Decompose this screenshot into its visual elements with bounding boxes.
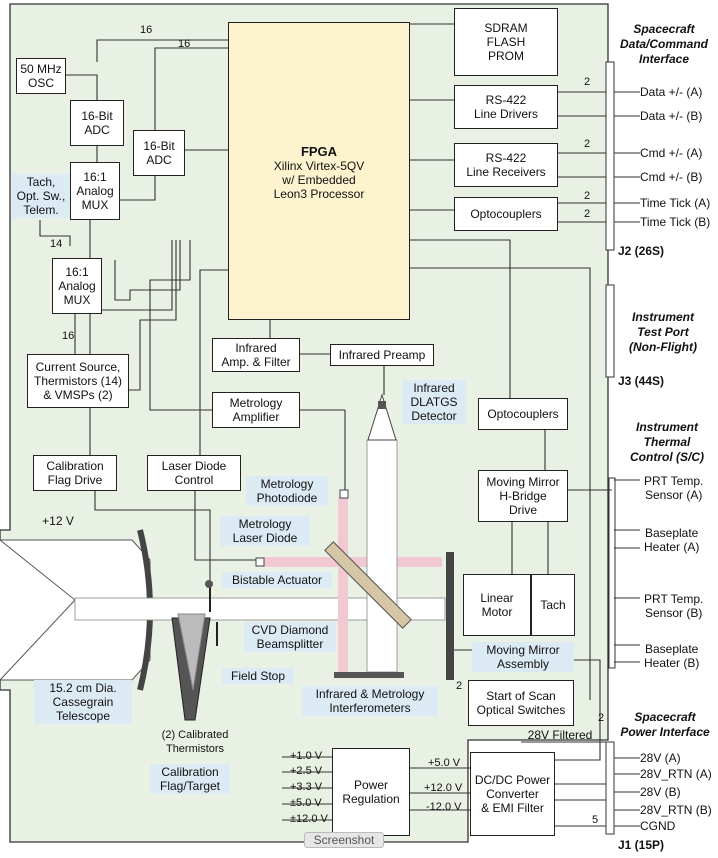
rs422-line-receivers-block: RS-422 Line Receivers: [454, 143, 558, 187]
bus-width-2-b: 2: [584, 138, 591, 150]
bus-width-2-e: 2: [456, 680, 463, 692]
bus-width-2-d: 2: [584, 208, 591, 220]
signal-28v-a: 28V (A): [640, 751, 681, 765]
calibrated-thermistors-label: (2) Calibrated Thermistors: [161, 729, 229, 755]
analog-mux-block-2: 16:1 Analog MUX: [52, 258, 102, 314]
wiring: [39, 23, 640, 827]
power-regulation-block: Power Regulation: [332, 748, 410, 836]
connector-thermal: [608, 477, 616, 669]
optocouplers-top-block: Optocouplers: [454, 197, 558, 231]
interferometers-label: Infrared & Metrology Interferometers: [302, 686, 438, 716]
signal-baseplate-heater-a: Baseplate Heater (A): [644, 526, 700, 554]
signal-baseplate-heater-b: Baseplate Heater (B): [644, 642, 700, 670]
fpga-block: FPGA Xilinx Virtex-5QV w/ Embedded Leon3…: [228, 22, 410, 320]
rail-12v0: ±12.0 V: [290, 813, 328, 825]
signal-prt-sensor-b: PRT Temp. Sensor (B): [644, 592, 704, 620]
fpga-title: FPGA: [300, 144, 338, 159]
rs422-line-drivers-block: RS-422 Line Drivers: [454, 85, 558, 129]
signal-data-a: Data +/- (A): [640, 85, 703, 99]
dcdc-input-12v: +12.0 V: [424, 782, 463, 794]
bistable-actuator-label: Bistable Actuator: [222, 572, 332, 588]
filtered-28v-label: 28V Filtered: [527, 728, 593, 742]
calibration-flag-graphic: [171, 580, 218, 721]
bus-width-16-c: 16: [62, 330, 75, 342]
rail-3v3: +3.3 V: [290, 781, 323, 793]
metrology-photodiode-label: Metrology Photodiode: [246, 476, 328, 506]
spacecraft-data-interface-title: Spacecraft Data/Command Interface: [619, 22, 708, 66]
infrared-detector-label: Infrared DLATGS Detector: [402, 380, 466, 424]
dcdc-converter-block: DC/DC Power Converter & EMI Filter: [470, 752, 555, 836]
analog-mux-block-1: 16:1 Analog MUX: [70, 162, 120, 220]
h-bridge-drive-block: Moving Mirror H-Bridge Drive: [478, 470, 568, 522]
signal-28v-b: 28V (B): [640, 785, 681, 799]
bus-width-16-b: 16: [178, 38, 191, 50]
signal-cmd-a: Cmd +/- (A): [640, 146, 703, 160]
plus12v-label: +12 V: [42, 514, 74, 528]
infrared-amp-filter-block: Infrared Amp. & Filter: [212, 338, 300, 372]
moving-mirror-assembly-label: Moving Mirror Assembly: [472, 642, 574, 672]
field-stop-label: Field Stop: [222, 668, 294, 684]
dcdc-input-5v: +5.0 V: [428, 757, 461, 769]
rail-5v0: ±5.0 V: [290, 797, 322, 809]
interferometer-graphic: [255, 393, 454, 680]
connector-j1: [605, 741, 615, 835]
bus-width-14: 14: [50, 238, 63, 250]
start-of-scan-switches-block: Start of Scan Optical Switches: [468, 680, 574, 726]
cvd-beamsplitter-label: CVD Diamond Beamsplitter: [244, 622, 336, 652]
calibration-flag-target-label: Calibration Flag/Target: [150, 764, 230, 794]
signal-data-b: Data +/- (B): [640, 109, 703, 123]
rail-1v0: +1.0 V: [290, 750, 323, 762]
connector-j3: [605, 284, 615, 378]
oscillator-block: 50 MHz OSC: [16, 58, 66, 94]
fpga-description: Xilinx Virtex-5QV w/ Embedded Leon3 Proc…: [273, 159, 365, 201]
sdram-flash-prom-block: SDRAM FLASH PROM: [454, 8, 558, 76]
signal-28v-rtn-a: 28V_RTN (A): [640, 767, 712, 781]
adc-block-2: 16-Bit ADC: [133, 130, 185, 176]
connector-j2: [605, 61, 615, 251]
signal-time-tick-b: Time Tick (B): [640, 215, 711, 229]
metrology-laser-diode-label: Metrology Laser Diode: [220, 516, 310, 546]
signal-prt-sensor-a: PRT Temp. Sensor (A): [644, 474, 704, 502]
current-source-thermistors-block: Current Source, Thermistors (14) & VMSPs…: [27, 354, 129, 408]
laser-diode-control-block: Laser Diode Control: [147, 455, 241, 491]
tach-telemetry-label: Tach, Opt. Sw., Telem.: [12, 174, 70, 218]
bus-width-5: 5: [592, 814, 599, 826]
bus-width-16-a: 16: [140, 24, 153, 36]
connector-j1-label: J1 (15P): [618, 838, 665, 852]
rail-2v5: +2.5 V: [290, 765, 323, 777]
calibration-flag-drive-block: Calibration Flag Drive: [33, 455, 117, 491]
linear-motor-block: Linear Motor: [463, 574, 531, 636]
connector-j3-label: J3 (44S): [618, 374, 665, 388]
signal-time-tick-a: Time Tick (A): [640, 196, 711, 210]
infrared-preamp-block: Infrared Preamp: [330, 344, 434, 366]
bus-width-2-a: 2: [584, 76, 591, 88]
thermal-control-title: Instrument Thermal Control (S/C): [630, 420, 704, 464]
tach-block: Tach: [531, 574, 575, 636]
metrology-amplifier-block: Metrology Amplifier: [212, 392, 300, 428]
connector-j2-label: J2 (26S): [618, 244, 665, 258]
telescope-label: 15.2 cm Dia. Cassegrain Telescope: [34, 680, 132, 724]
optocouplers-mid-block: Optocouplers: [478, 398, 568, 430]
power-interface-title: Spacecraft Power Interface: [620, 710, 710, 739]
bus-width-2-f: 2: [598, 712, 605, 724]
adc-block-1: 16-Bit ADC: [70, 100, 124, 146]
signal-28v-rtn-b: 28V_RTN (B): [640, 803, 712, 817]
screenshot-tooltip: Screenshot: [304, 832, 384, 848]
signal-cmd-b: Cmd +/- (B): [640, 170, 703, 184]
signal-cgnd: CGND: [640, 819, 676, 833]
telescope-graphic: [0, 529, 446, 691]
bus-width-2-c: 2: [584, 190, 591, 202]
test-port-title: Instrument Test Port (Non-Flight): [629, 310, 697, 354]
dcdc-input-minus12v: -12.0 V: [426, 801, 462, 813]
